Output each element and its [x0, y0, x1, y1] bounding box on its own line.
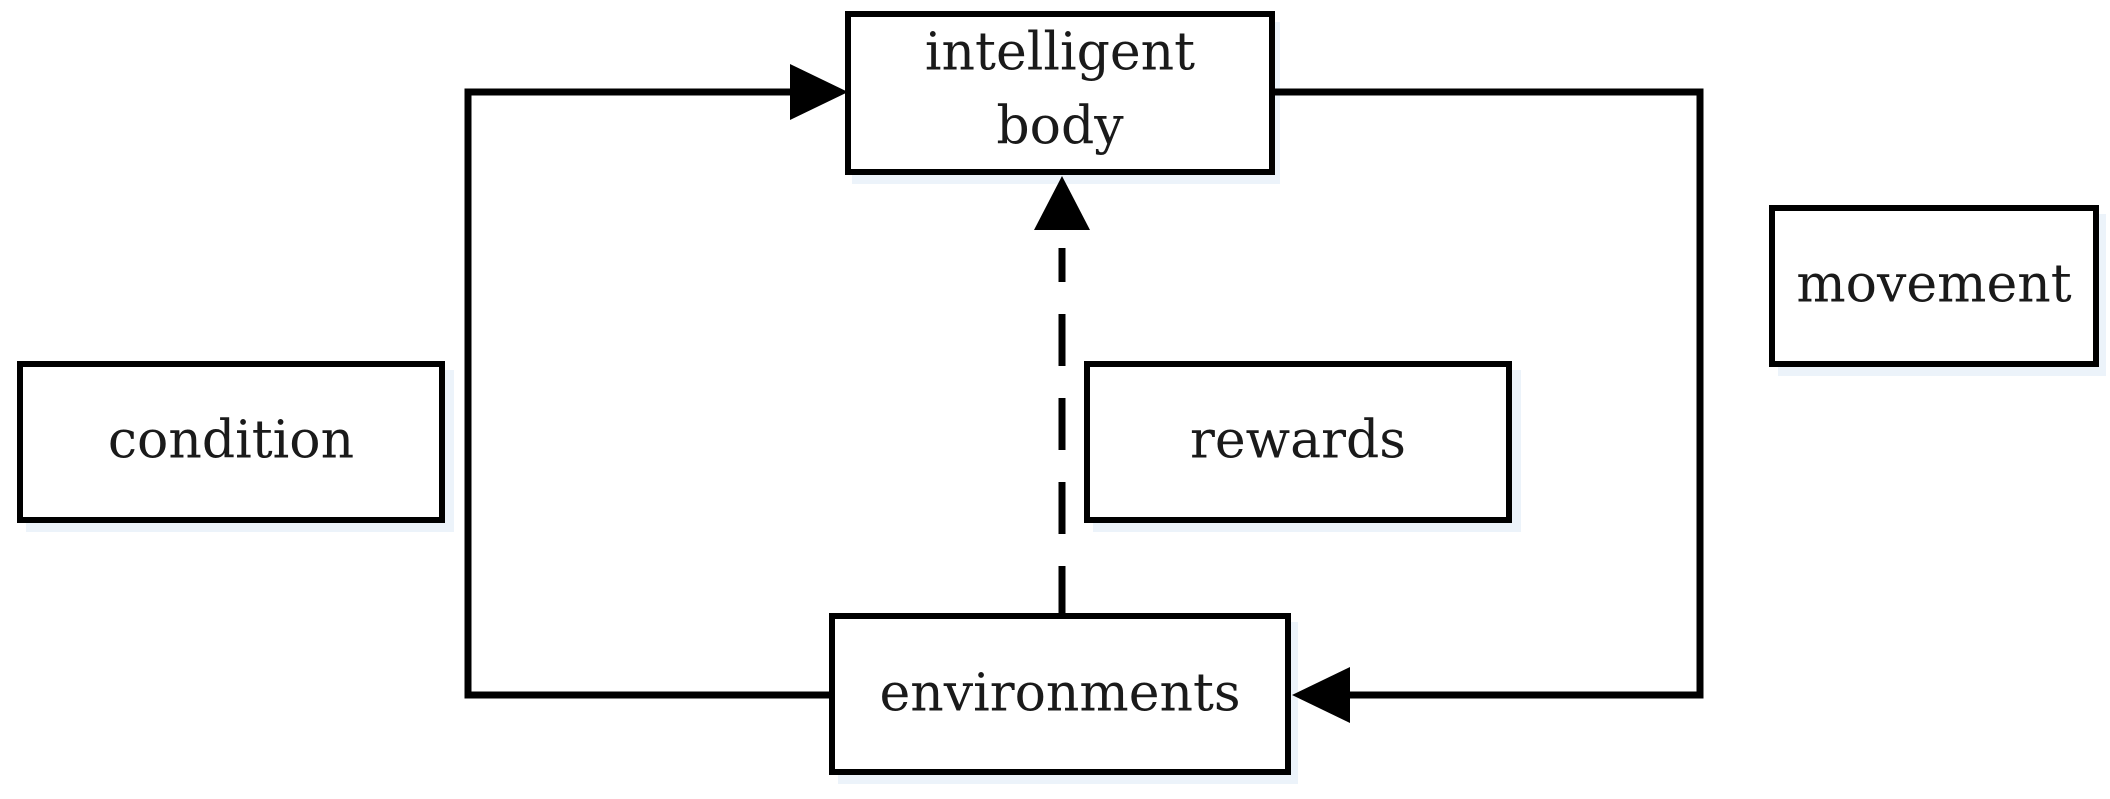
state-connector: [464, 88, 832, 699]
state-arrowhead: [790, 64, 848, 120]
rewards-box: [1084, 361, 1512, 523]
condition-box: [17, 361, 445, 523]
condition-label: condition: [108, 411, 354, 471]
environment-box: [829, 613, 1291, 775]
rewards-node: rewards: [1084, 361, 1512, 523]
agent-label-line1: intelligent: [925, 23, 1195, 83]
agent-label-line2: body: [996, 97, 1124, 157]
agent-node: intelligent body: [845, 11, 1275, 175]
environment-node: environments: [829, 613, 1291, 775]
condition-node: condition: [17, 361, 445, 523]
reward-arrowhead: [1034, 176, 1090, 230]
environment-label: environments: [879, 664, 1240, 724]
movement-box: [1769, 205, 2099, 367]
agent-box: [845, 11, 1275, 175]
movement-node: movement: [1769, 205, 2099, 367]
movement-label: movement: [1796, 255, 2071, 315]
action-connector: [1270, 88, 1704, 699]
action-arrowhead: [1292, 667, 1350, 723]
rewards-label: rewards: [1190, 411, 1406, 471]
